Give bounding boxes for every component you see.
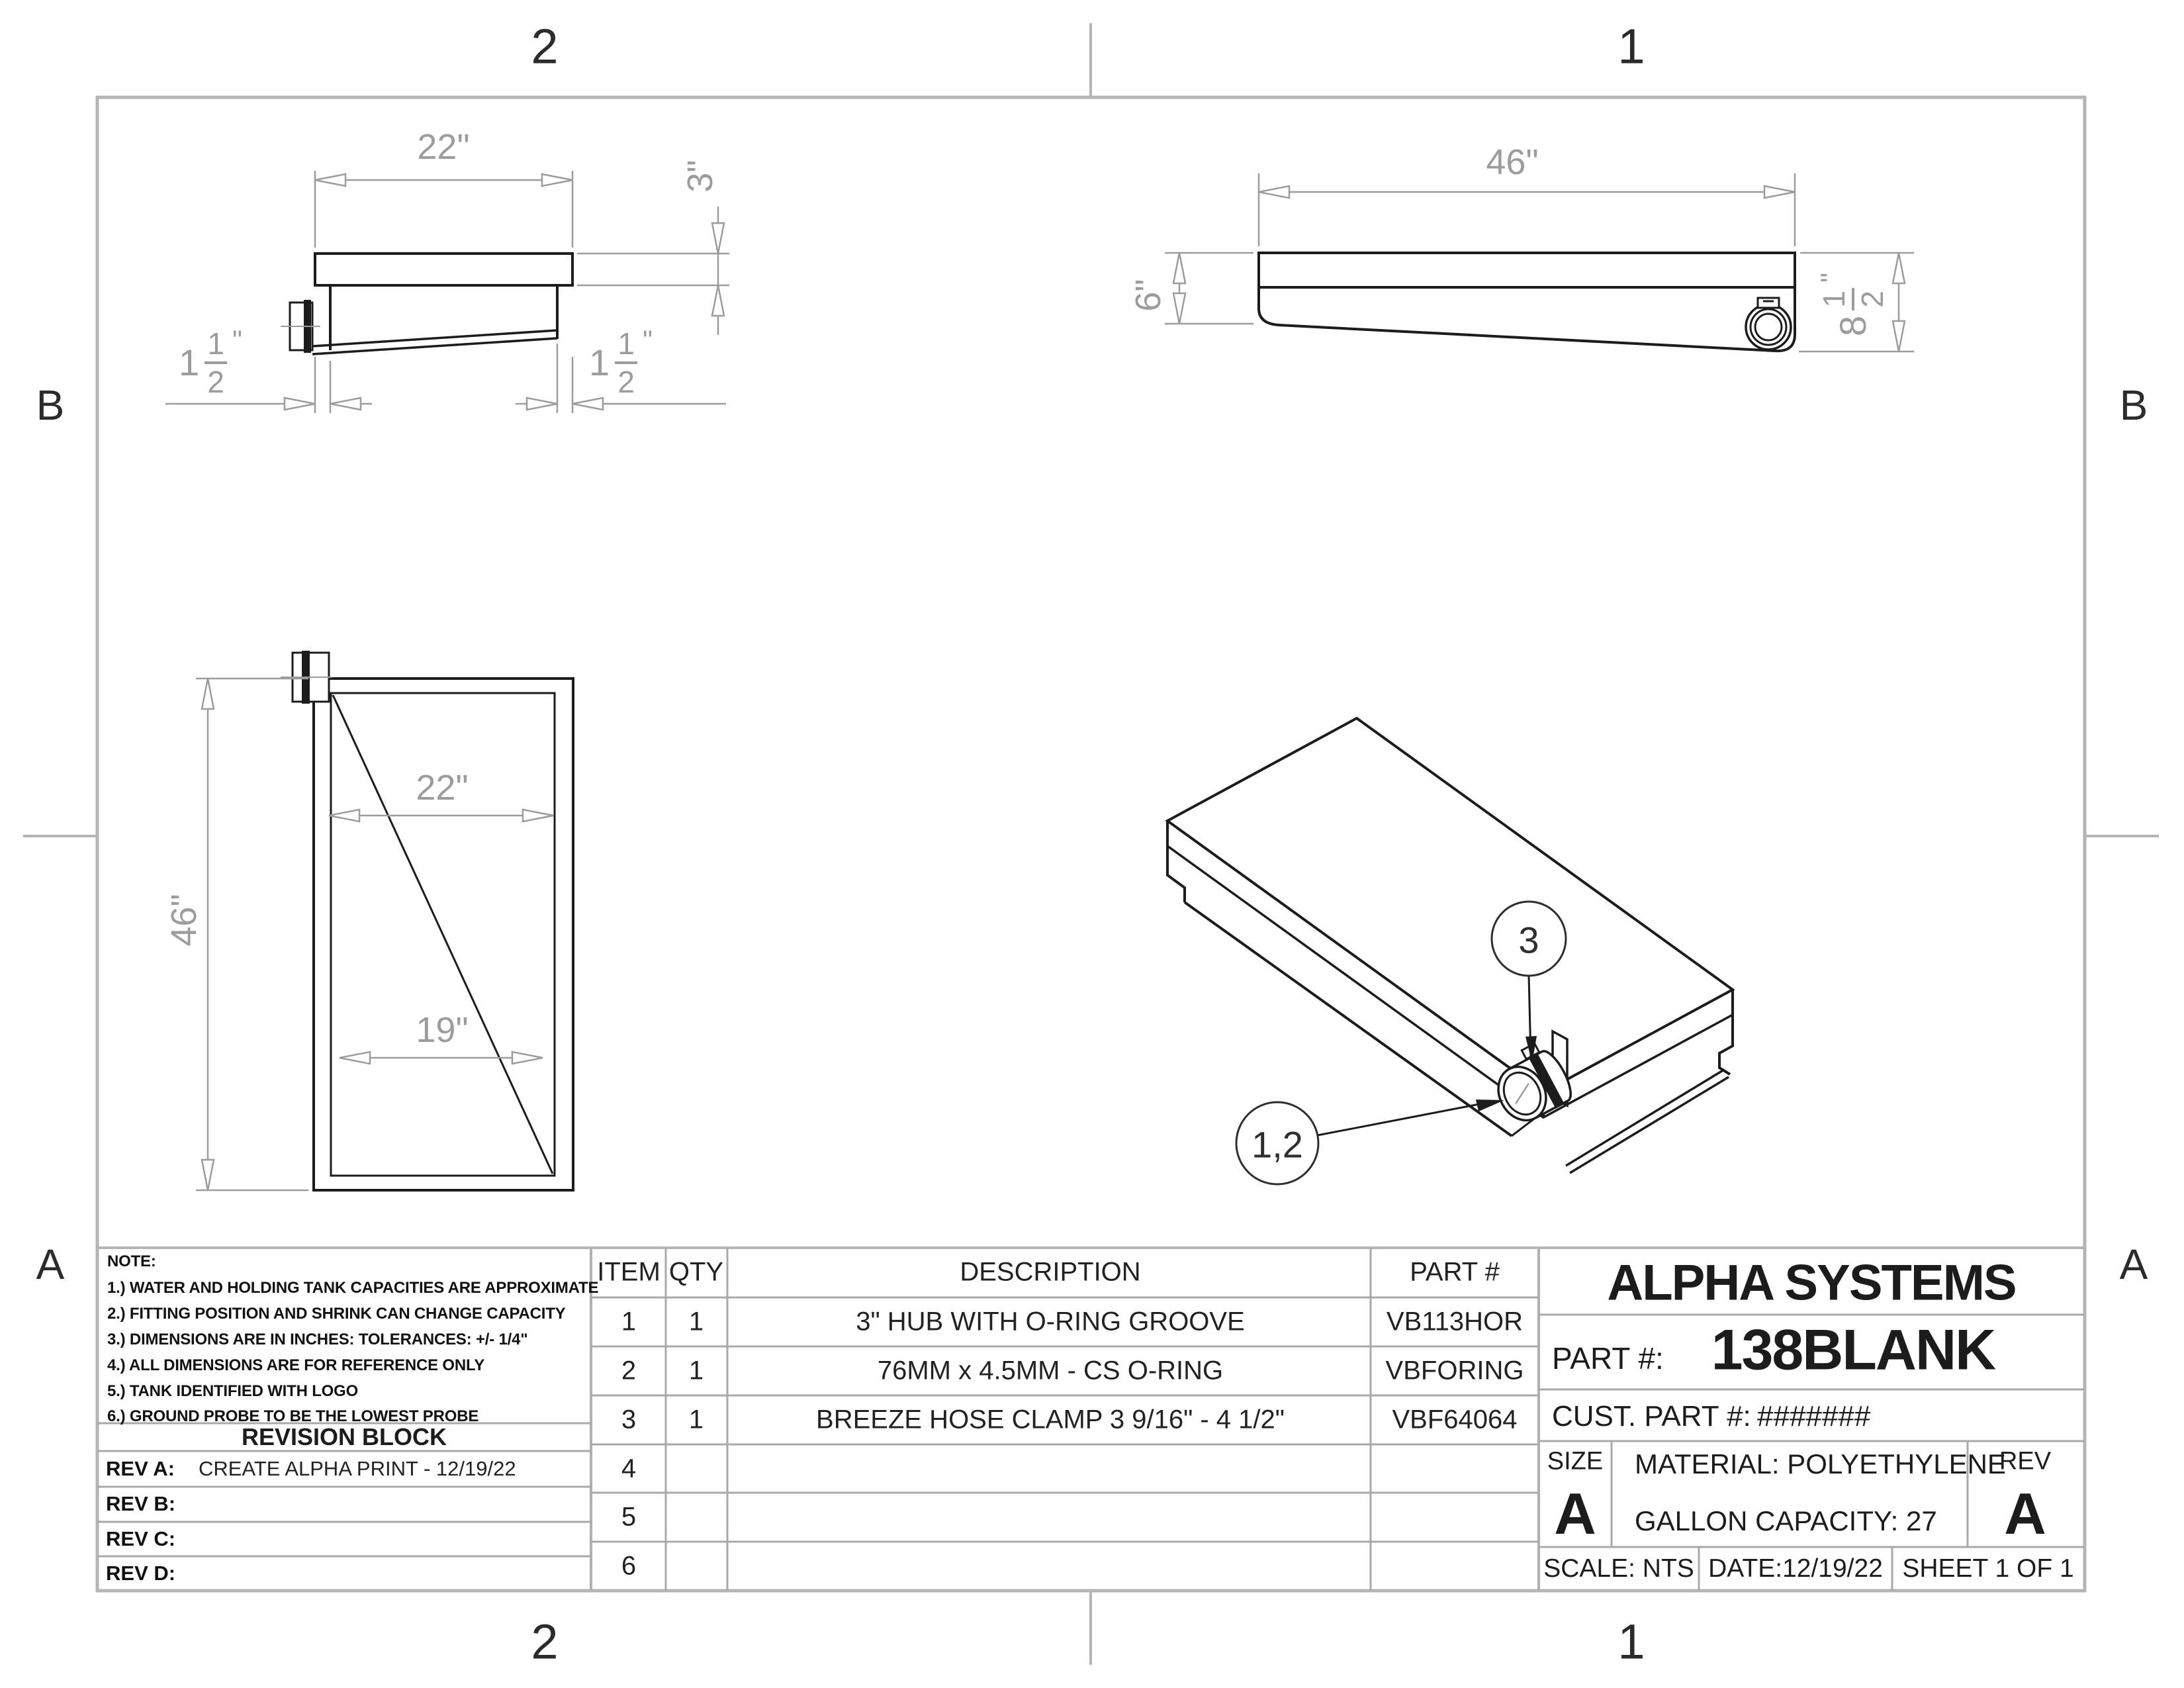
dim-side-length: 46" bbox=[1486, 142, 1539, 182]
bom-row-description: 3" HUB WITH O-RING GROOVE bbox=[856, 1307, 1245, 1336]
zone-label-top-left: 2 bbox=[531, 19, 559, 74]
bom-row-qty: 1 bbox=[688, 1405, 704, 1434]
note-item: 1.) WATER AND HOLDING TANK CAPACITIES AR… bbox=[107, 1279, 599, 1297]
bom-header-description: DESCRIPTION bbox=[960, 1257, 1141, 1287]
end-view-dims bbox=[165, 171, 729, 413]
balloon-hub-oring: 1,2 bbox=[1251, 1123, 1303, 1166]
bom-row-description: 76MM x 4.5MM - CS O-RING bbox=[877, 1356, 1224, 1385]
bom-row-description: BREEZE HOSE CLAMP 3 9/16" - 4 1/2" bbox=[816, 1405, 1285, 1434]
bom-header-part: PART # bbox=[1410, 1257, 1500, 1287]
dim-plan-width: 22" bbox=[416, 768, 469, 808]
cust-part-value: ####### bbox=[1757, 1400, 1871, 1432]
bom-header-qty: QTY bbox=[668, 1257, 724, 1287]
isometric-view bbox=[1165, 716, 1735, 1186]
date-text: DATE:12/19/22 bbox=[1708, 1554, 1883, 1583]
note-item: 2.) FITTING POSITION AND SHRINK CAN CHAN… bbox=[107, 1305, 566, 1323]
rev-a-text: CREATE ALPHA PRINT - 12/19/22 bbox=[199, 1457, 516, 1480]
size-value: A bbox=[1554, 1481, 1596, 1546]
plan-view-dims bbox=[196, 677, 554, 1192]
note-item: 5.) TANK IDENTIFIED WITH LOGO bbox=[107, 1382, 359, 1400]
dim-end-lip: 3" bbox=[680, 160, 720, 193]
side-view-clamp-tab bbox=[1756, 297, 1780, 309]
zone-label-top-right: 1 bbox=[1617, 19, 1645, 74]
notes-title: NOTE: bbox=[107, 1252, 156, 1270]
bom-row-part: VB113HOR bbox=[1386, 1307, 1524, 1336]
iso-hub-fitting bbox=[1497, 1042, 1572, 1122]
dim-plan-inner-width: 19" bbox=[416, 1010, 469, 1050]
capacity-text: GALLON CAPACITY: 27 bbox=[1635, 1505, 1937, 1536]
part-number-value: 138BLANK bbox=[1711, 1318, 1996, 1382]
size-label: SIZE bbox=[1547, 1447, 1604, 1476]
bom-row-item: 1 bbox=[621, 1307, 637, 1336]
plan-view bbox=[281, 651, 574, 1192]
rev-label: REV bbox=[1999, 1447, 2052, 1476]
rev-d-label: REV D: bbox=[106, 1562, 176, 1585]
bom-header-item: ITEM bbox=[597, 1257, 660, 1287]
balloon-clamp: 3 bbox=[1518, 919, 1539, 961]
bom-row-qty: 1 bbox=[688, 1356, 704, 1385]
rev-value: A bbox=[2004, 1481, 2046, 1546]
dim-plan-length: 46" bbox=[164, 894, 204, 947]
bom-row-item: 4 bbox=[621, 1454, 637, 1483]
part-number-label: PART #: bbox=[1552, 1341, 1664, 1376]
balloon-hub-circle bbox=[1235, 1101, 1320, 1186]
leader-hub bbox=[1317, 1102, 1483, 1137]
zone-label-bottom-left: 2 bbox=[531, 1614, 559, 1669]
sheet-border bbox=[23, 23, 2159, 1665]
sheet-text: SHEET 1 OF 1 bbox=[1902, 1554, 2074, 1583]
zone-label-right-lower: A bbox=[2119, 1241, 2148, 1288]
zone-label-bottom-right: 1 bbox=[1617, 1614, 1645, 1669]
side-view-dims bbox=[1165, 173, 1914, 353]
dim-side-left-height: 6" bbox=[1128, 279, 1168, 312]
revision-block-title: REVISION BLOCK bbox=[241, 1423, 447, 1450]
side-view bbox=[1257, 252, 1796, 353]
bom-row-part: VBFORING bbox=[1385, 1356, 1524, 1385]
rev-c-label: REV C: bbox=[106, 1527, 176, 1550]
scale-text: SCALE: NTS bbox=[1543, 1554, 1694, 1583]
note-item: 4.) ALL DIMENSIONS ARE FOR REFERENCE ONL… bbox=[107, 1356, 485, 1374]
end-view bbox=[281, 252, 574, 355]
note-item: 6.) GROUND PROBE TO BE THE LOWEST PROBE bbox=[107, 1407, 479, 1425]
bom-row-qty: 1 bbox=[688, 1307, 704, 1336]
bom-row-item: 5 bbox=[621, 1502, 637, 1532]
side-view-hub-fitting bbox=[1745, 303, 1792, 351]
material-text: MATERIAL: POLYETHYLENE bbox=[1635, 1448, 2006, 1479]
zone-label-right-upper: B bbox=[2119, 381, 2148, 429]
balloon-clamp-circle bbox=[1490, 900, 1567, 977]
iso-clamp-band bbox=[1528, 1053, 1565, 1109]
note-item: 3.) DIMENSIONS ARE IN INCHES: TOLERANCES… bbox=[107, 1331, 528, 1348]
zone-label-left-lower: A bbox=[36, 1241, 65, 1288]
zone-label-left-upper: B bbox=[36, 381, 65, 429]
bom-row-item: 6 bbox=[621, 1551, 637, 1581]
bom-row-item: 2 bbox=[621, 1356, 637, 1385]
rev-a-label: REV A: bbox=[106, 1457, 175, 1480]
company-name: ALPHA SYSTEMS bbox=[1607, 1254, 2017, 1311]
cust-part-label: CUST. PART #: bbox=[1552, 1400, 1751, 1432]
bom-row-part: VBF64064 bbox=[1392, 1405, 1518, 1434]
dim-end-width: 22" bbox=[417, 127, 470, 167]
bom-row-item: 3 bbox=[621, 1405, 637, 1434]
rev-b-label: REV B: bbox=[106, 1492, 176, 1515]
bottom-band-grid bbox=[97, 1246, 2085, 1591]
